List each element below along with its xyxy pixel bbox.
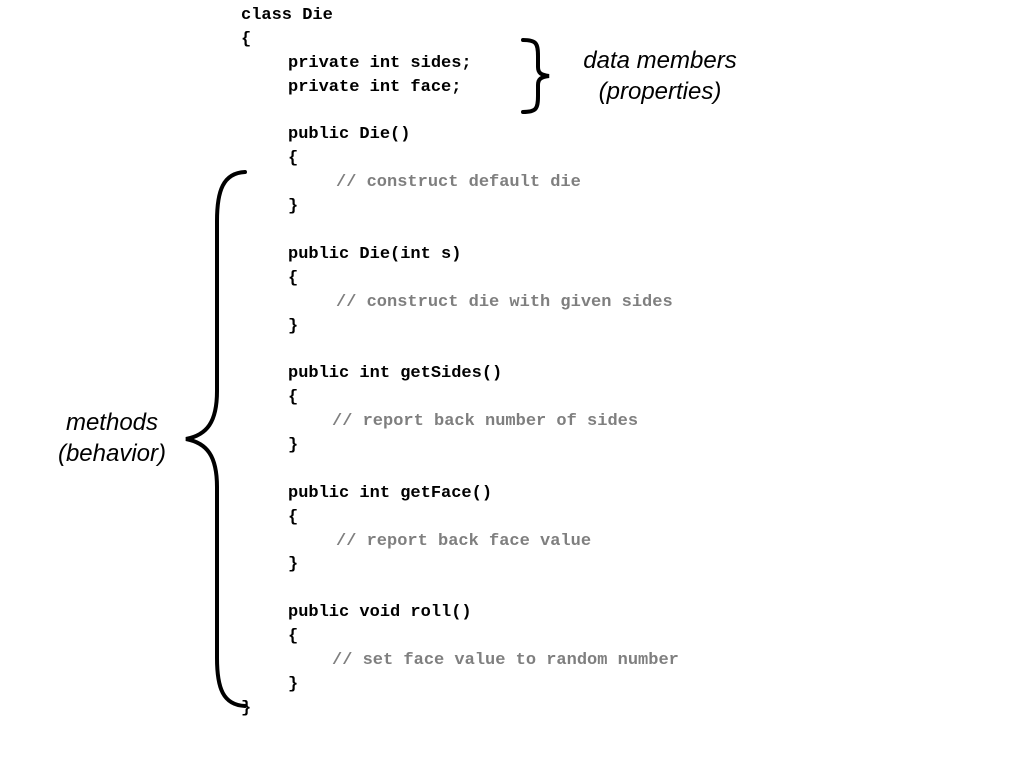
code-line: private int face; (288, 77, 462, 97)
code-line: { (241, 29, 252, 49)
code-line: public Die() (288, 125, 411, 145)
code-line: } (288, 674, 299, 694)
code-line: public int getFace() (288, 483, 493, 503)
code-comment-line: // report back face value (336, 531, 592, 551)
code-comment-line: // construct default die (336, 173, 581, 193)
data-members-label: data members (properties) (560, 45, 760, 107)
methods-label: methods (behavior) (20, 407, 204, 469)
code-line: } (288, 436, 299, 456)
data-members-brace (521, 38, 550, 114)
data-members-label-line2: (properties) (598, 78, 722, 105)
code-comment-line: // report back number of sides (332, 412, 639, 432)
code-line: private int sides; (288, 53, 472, 73)
code-blank-line (241, 219, 679, 243)
code-line: } (288, 316, 299, 336)
code-line: class Die (241, 6, 333, 25)
data-members-label-line1: data members (583, 47, 737, 74)
methods-brace (185, 170, 247, 708)
code-line: { (288, 627, 299, 647)
code-line: public int getSides() (288, 364, 503, 384)
code-comment-line: // construct die with given sides (336, 292, 673, 312)
code-line: public Die(int s) (288, 244, 462, 264)
code-line: { (288, 268, 299, 288)
methods-label-line2: (behavior) (57, 440, 167, 467)
class-die-code: class Die { private int sides; private int … (241, 4, 679, 721)
code-line: { (288, 507, 299, 527)
methods-label-line1: methods (65, 409, 159, 436)
code-line: public void roll() (288, 603, 472, 623)
code-line: { (288, 388, 299, 408)
code-blank-line (241, 338, 679, 362)
code-comment-line: // set face value to random number (332, 651, 679, 671)
code-line: } (288, 555, 299, 575)
code-line: { (288, 149, 299, 169)
code-line: } (288, 197, 299, 217)
code-blank-line (241, 458, 679, 482)
code-blank-line (241, 577, 679, 601)
code-line: } (241, 698, 252, 718)
